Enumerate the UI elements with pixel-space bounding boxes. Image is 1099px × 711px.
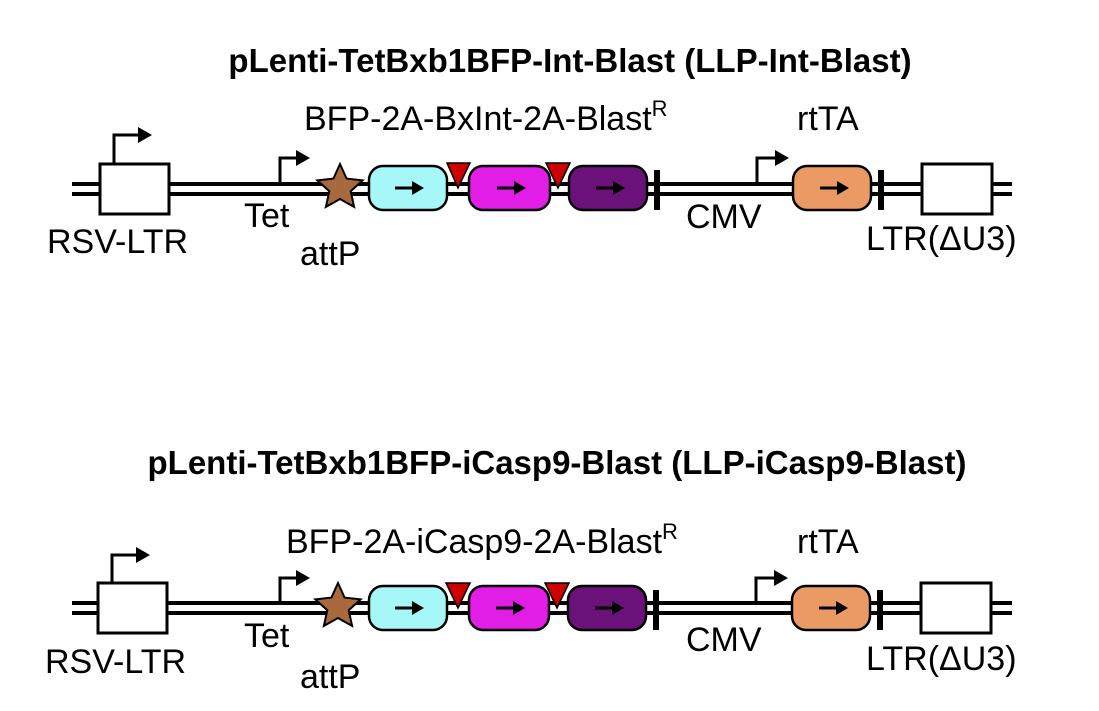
construct-1-terminator-bar-1 <box>654 170 660 210</box>
construct-2-2a-triangle-2 <box>543 582 571 610</box>
construct-2-cmv-label: CMV <box>686 621 762 659</box>
construct-2-cmv-promoter-arrow <box>754 576 776 603</box>
construct-2-cassette-label: BFP-2A-iCasp9-2A-BlastR <box>286 519 678 561</box>
construct-2-terminator-bar-2 <box>877 590 883 630</box>
construct-2-attp-star <box>313 580 363 628</box>
construct-2: pLenti-TetBxb1BFP-iCasp9-Blast (LLP-iCas… <box>45 444 1017 696</box>
construct-2-rsv-promoter-arrow <box>110 553 138 583</box>
construct-1-rsv-ltr-box <box>98 162 171 216</box>
construct-1-ltr-du3-box <box>920 162 994 216</box>
construct-1-tet-promoter-arrow <box>278 156 298 184</box>
construct-2-rsv-ltr-box <box>96 581 169 635</box>
construct-2-tet-promoter-arrow <box>278 576 298 603</box>
construct-1-2a-triangle-1 <box>445 162 472 190</box>
construct-1: pLenti-TetBxb1BFP-Int-Blast (LLP-Int-Bla… <box>47 42 1017 273</box>
construct-1-attp-star <box>315 161 365 209</box>
construct-2-tet-label: Tet <box>244 617 290 655</box>
construct-2-ltr-du3-box <box>919 581 993 635</box>
construct-1-attp-label: attP <box>300 235 360 273</box>
construct-2-attp-label: attP <box>300 658 360 696</box>
construct-2-rsv-ltr-label: RSV-LTR <box>45 643 186 681</box>
construct-1-terminator-bar-2 <box>878 170 884 210</box>
construct-1-cmv-promoter-arrow <box>755 156 777 184</box>
construct-1-cmv-label: CMV <box>686 198 762 236</box>
construct-1-tet-label: Tet <box>244 197 290 235</box>
construct-2-rtta-label: rtTA <box>797 523 859 561</box>
construct-1-2a-triangle-2 <box>544 162 572 190</box>
construct-2-title: pLenti-TetBxb1BFP-iCasp9-Blast (LLP-iCas… <box>148 444 967 481</box>
construct-2-2a-triangle-1 <box>444 582 472 610</box>
construct-1-cassette-label: BFP-2A-BxInt-2A-BlastR <box>304 96 668 138</box>
construct-1-title: pLenti-TetBxb1BFP-Int-Blast (LLP-Int-Bla… <box>228 42 911 79</box>
construct-2-terminator-bar-1 <box>653 590 659 630</box>
construct-1-ltr-du3-label: LTR(ΔU3) <box>866 220 1017 258</box>
construct-1-rsv-promoter-arrow <box>112 133 140 164</box>
construct-2-ltr-du3-label: LTR(ΔU3) <box>866 640 1017 678</box>
construct-1-rsv-ltr-label: RSV-LTR <box>47 223 188 261</box>
construct-1-rtta-label: rtTA <box>797 100 859 138</box>
